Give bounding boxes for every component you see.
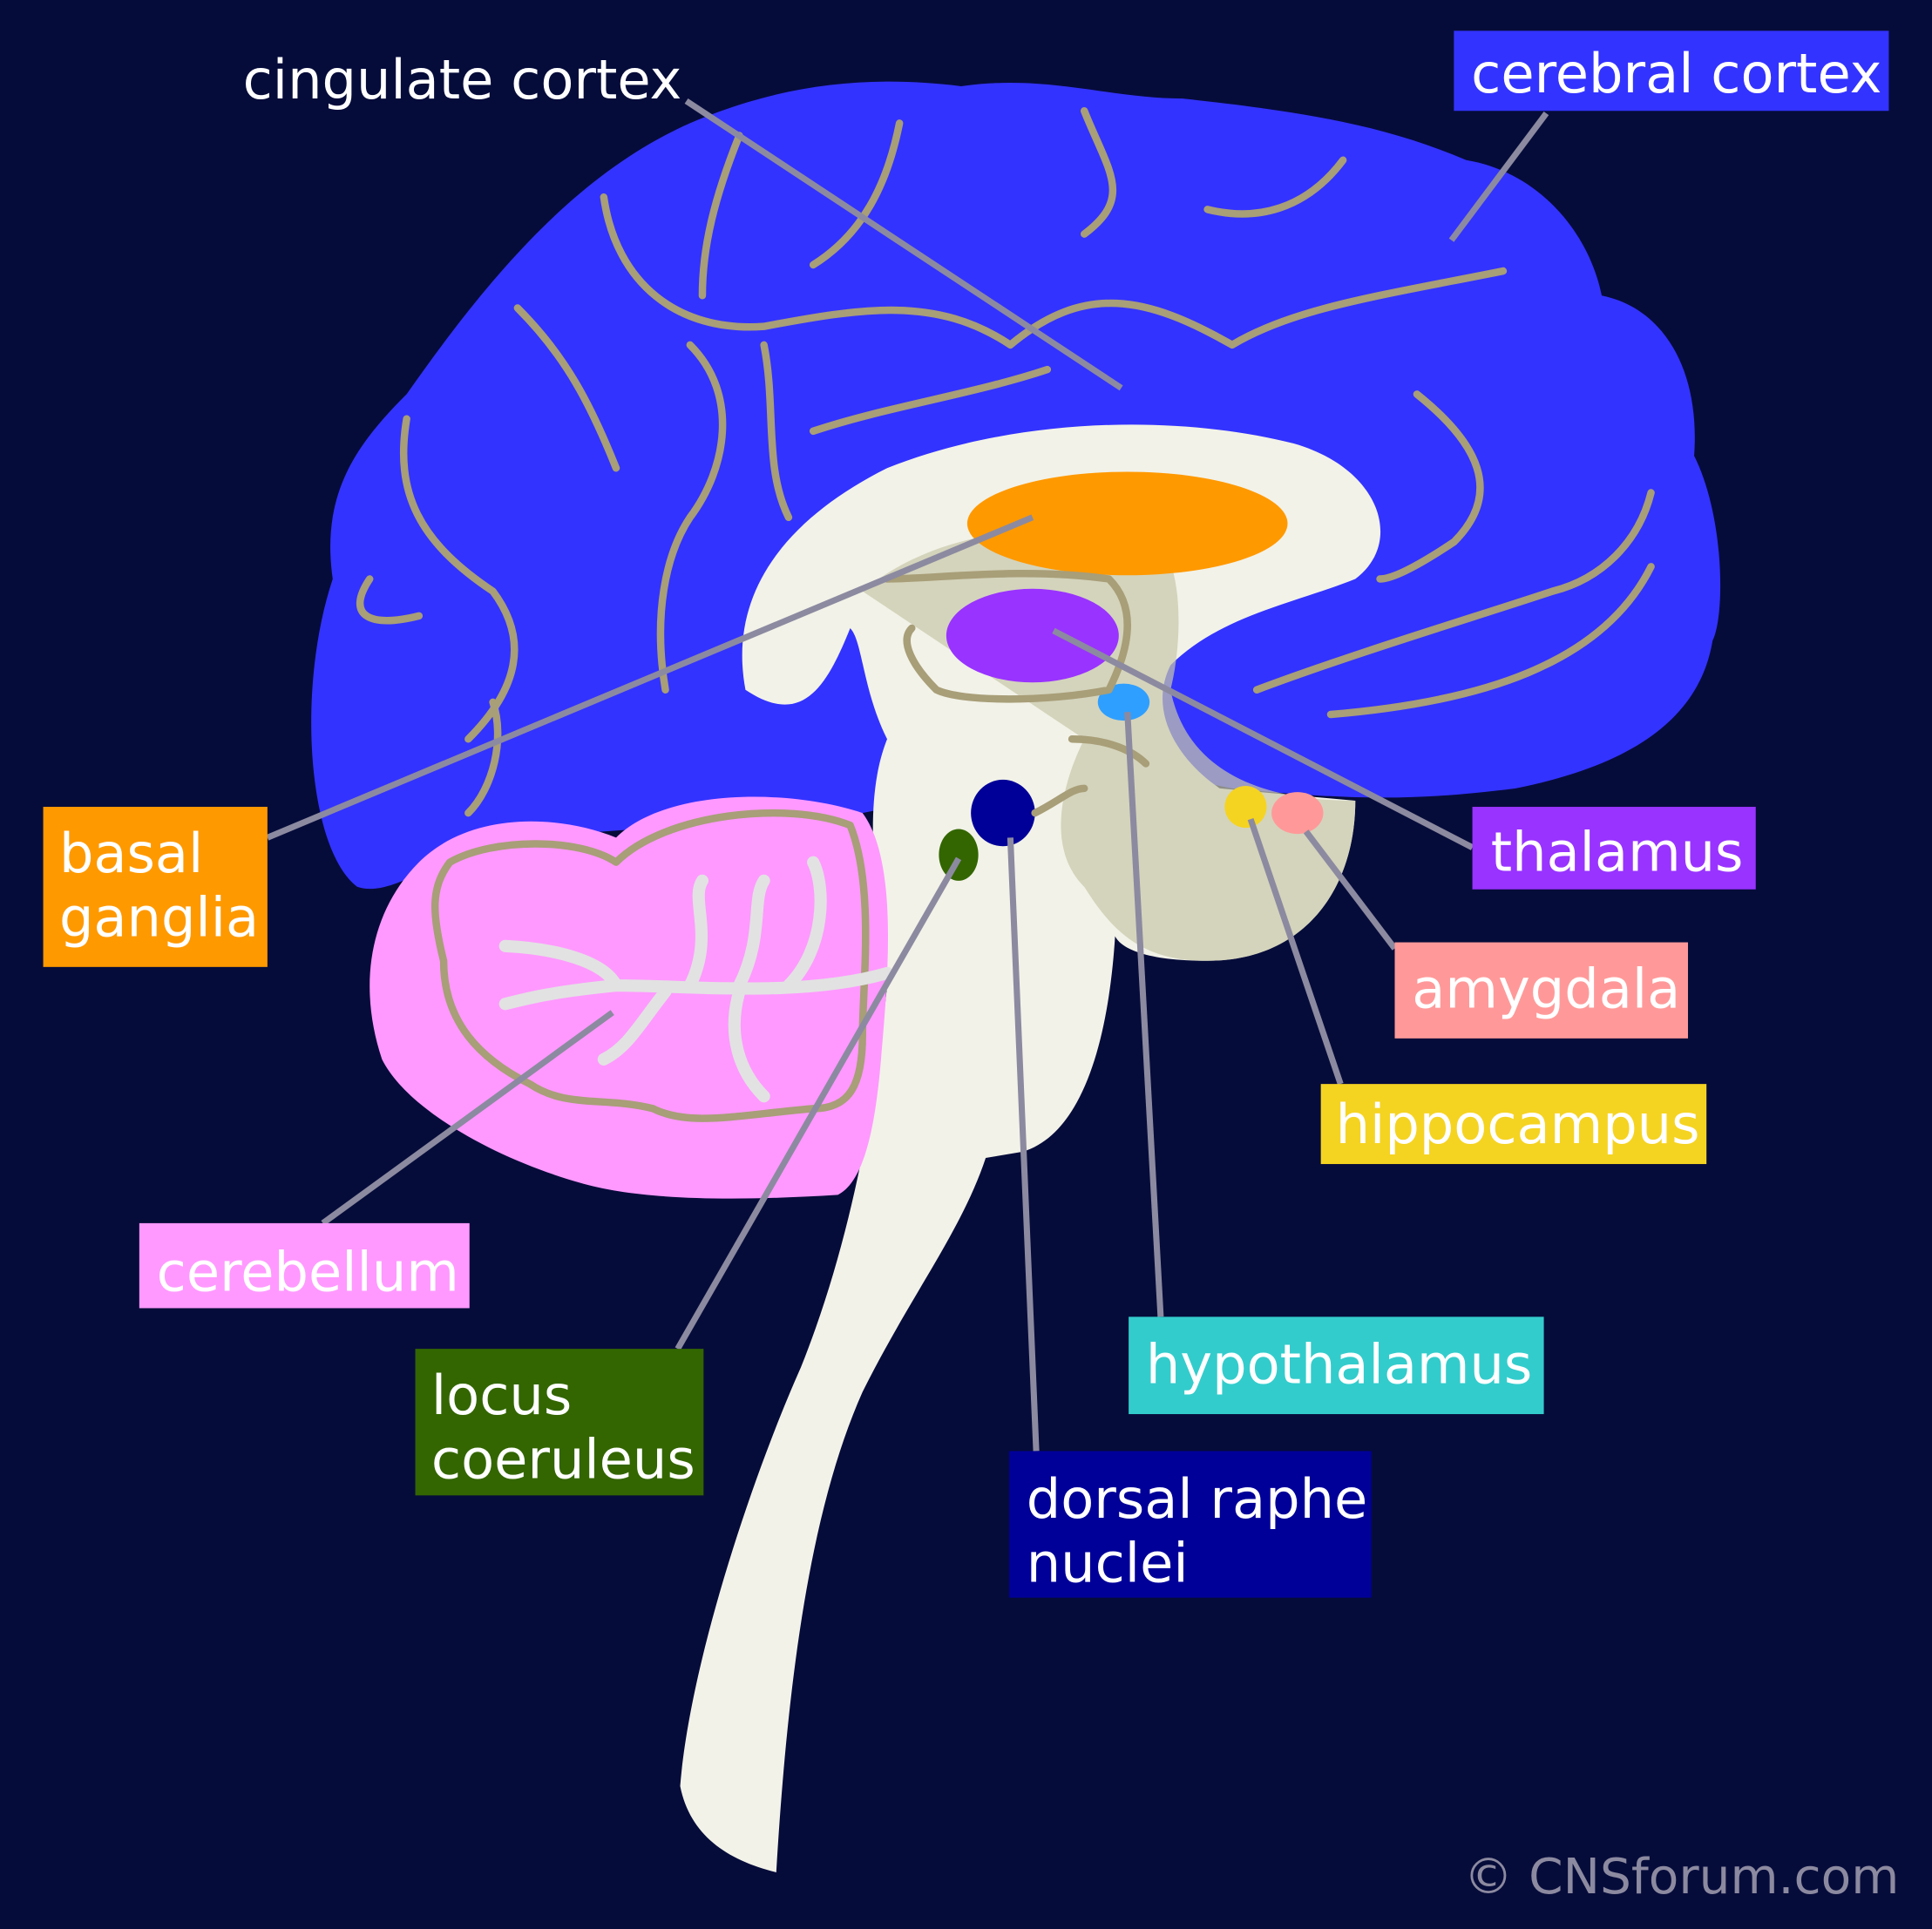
cerebellum-folds [431, 809, 870, 1122]
leader-thalamus [1052, 627, 1474, 850]
leader-hippocampus [1247, 818, 1344, 1086]
label-text: cerebral cortex [1471, 42, 1881, 105]
label-locus-coeruleus: locus coeruleus [415, 1349, 704, 1496]
label-text: dorsal raphe [1027, 1467, 1367, 1531]
label-text: nuclei [1027, 1531, 1189, 1594]
copyright: © CNSforum.com [1464, 1849, 1900, 1905]
label-cerebellum: cerebellum [139, 1222, 470, 1309]
label-amygdala: amygdala [1394, 942, 1688, 1039]
leader-locus-coeruleus [675, 856, 962, 1350]
hippocampus-shape [1224, 786, 1267, 829]
leader-cingulate-cortex [684, 98, 1123, 391]
label-text: hypothalamus [1146, 1333, 1532, 1397]
leader-lines [266, 98, 1549, 1452]
label-dorsal-raphe-nuclei: dorsal raphe nuclei [1008, 1451, 1372, 1598]
leader-cerebral-cortex [1448, 111, 1549, 242]
label-cerebral-cortex: cerebral cortex [1454, 30, 1889, 112]
label-text: basal [59, 822, 203, 885]
leader-hypothalamus [1124, 711, 1164, 1317]
locus-coeruleus-shape [939, 829, 979, 881]
label-hippocampus: hippocampus [1320, 1084, 1707, 1165]
arbor-vitae [498, 856, 894, 1103]
label-text: amygdala [1412, 957, 1680, 1020]
leader-cerebellum [321, 1010, 614, 1226]
thalamus-shape [946, 588, 1119, 683]
label-text: hippocampus [1336, 1093, 1700, 1156]
label-cingulate-cortex: cingulate cortex [243, 48, 682, 112]
dorsal-raphe-nuclei-shape [971, 779, 1035, 847]
label-text: ganglia [59, 885, 259, 949]
label-hypothalamus: hypothalamus [1129, 1316, 1544, 1415]
label-text: thalamus [1491, 821, 1744, 884]
leader-dorsal-raphe [1007, 837, 1040, 1452]
leader-amygdala [1303, 829, 1398, 951]
basal-ganglia-shape [966, 471, 1288, 576]
amygdala-shape [1271, 792, 1324, 835]
label-text: cerebellum [157, 1241, 459, 1304]
label-text: coeruleus [431, 1428, 695, 1492]
label-thalamus: thalamus [1472, 807, 1756, 890]
leader-basal-ganglia [266, 514, 1034, 841]
label-basal-ganglia: basal ganglia [43, 807, 268, 967]
cortex-sulci [356, 107, 1655, 817]
label-text: locus [431, 1364, 572, 1427]
